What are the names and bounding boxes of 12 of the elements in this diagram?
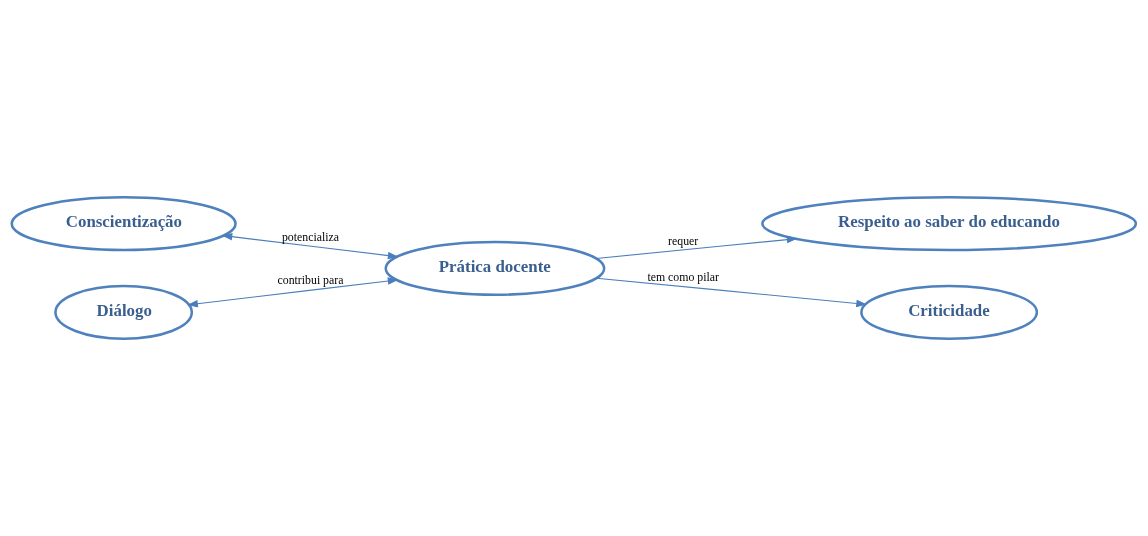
edge-label: contribui para [277, 272, 344, 287]
arrow [595, 235, 798, 260]
node-ellipse: Diálogo [54, 284, 194, 340]
node-ellipse: Respeito ao saber do educando [761, 196, 1138, 252]
arrow [221, 233, 399, 260]
node-ellipse: Conscientização [10, 196, 237, 252]
arrow [595, 277, 867, 308]
arrow [187, 277, 399, 308]
edge-label: tem como pilar [647, 270, 719, 285]
node-ellipse: Criticidade [860, 284, 1039, 340]
edge-label: requer [668, 233, 699, 248]
edge-label: potencializa [281, 229, 340, 244]
